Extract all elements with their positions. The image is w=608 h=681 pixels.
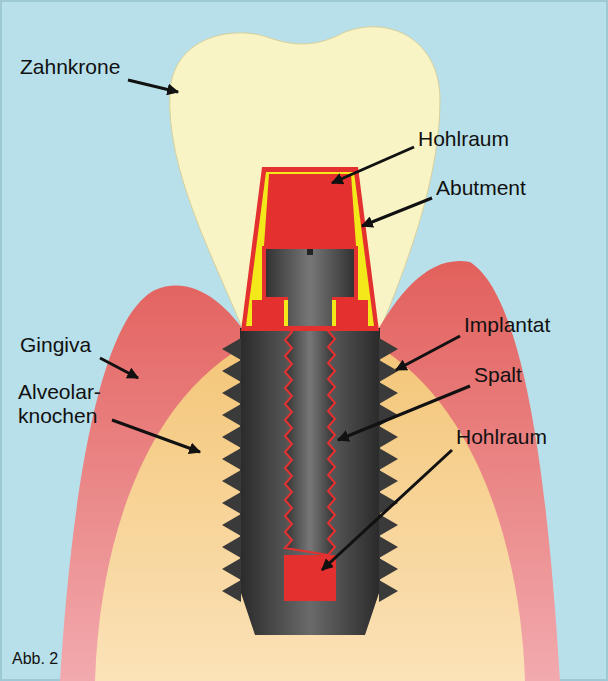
thread-tooth <box>222 558 241 580</box>
thread-tooth <box>379 580 398 602</box>
part-label: Gingiva <box>20 333 91 357</box>
thread-tooth <box>379 514 398 536</box>
leader-line <box>332 147 414 183</box>
screw-shaft <box>285 300 335 555</box>
leader-line <box>322 450 452 570</box>
thread-tooth <box>222 338 241 360</box>
screw-slot <box>307 249 313 255</box>
thread-tooth <box>222 514 241 536</box>
leader-line <box>112 420 200 452</box>
screw-head <box>266 249 354 326</box>
thread-tooth <box>379 360 398 382</box>
leader-lines <box>100 80 470 570</box>
figure-caption: Abb. 2 <box>12 650 58 668</box>
leader-line <box>100 358 138 378</box>
thread-tooth <box>379 426 398 448</box>
thread-tooth <box>222 580 241 602</box>
leader-line <box>338 386 470 440</box>
thread-tooth <box>379 338 398 360</box>
lower-cavity <box>284 555 336 601</box>
thread-tooth <box>222 492 241 514</box>
tooth-crown <box>170 27 440 335</box>
abutment-outline <box>241 167 379 331</box>
thread-tooth <box>379 536 398 558</box>
thread-tooth <box>222 404 241 426</box>
part-label: Hohlraum <box>456 425 547 449</box>
part-label: Implantat <box>464 313 550 337</box>
upper-cavity <box>264 174 356 246</box>
thread-tooth <box>222 360 241 382</box>
leader-line <box>128 80 178 92</box>
leader-line <box>396 336 460 370</box>
thread-tooth <box>379 470 398 492</box>
thread-tooth <box>222 448 241 470</box>
thread-tooth <box>379 448 398 470</box>
thread-tooth <box>222 382 241 404</box>
abutment-gap <box>252 246 368 326</box>
part-label: Zahnkrone <box>20 55 120 79</box>
abutment <box>246 172 374 326</box>
part-label: Alveolar- knochen <box>18 380 118 428</box>
part-label: Spalt <box>474 363 522 387</box>
part-label: Hohlraum <box>418 127 509 151</box>
thread-tooth <box>222 536 241 558</box>
part-label: Abutment <box>436 176 526 200</box>
leader-line <box>362 198 432 226</box>
thread-tooth <box>222 426 241 448</box>
thread-tooth <box>379 382 398 404</box>
thread-tooth <box>222 470 241 492</box>
thread-tooth <box>379 558 398 580</box>
